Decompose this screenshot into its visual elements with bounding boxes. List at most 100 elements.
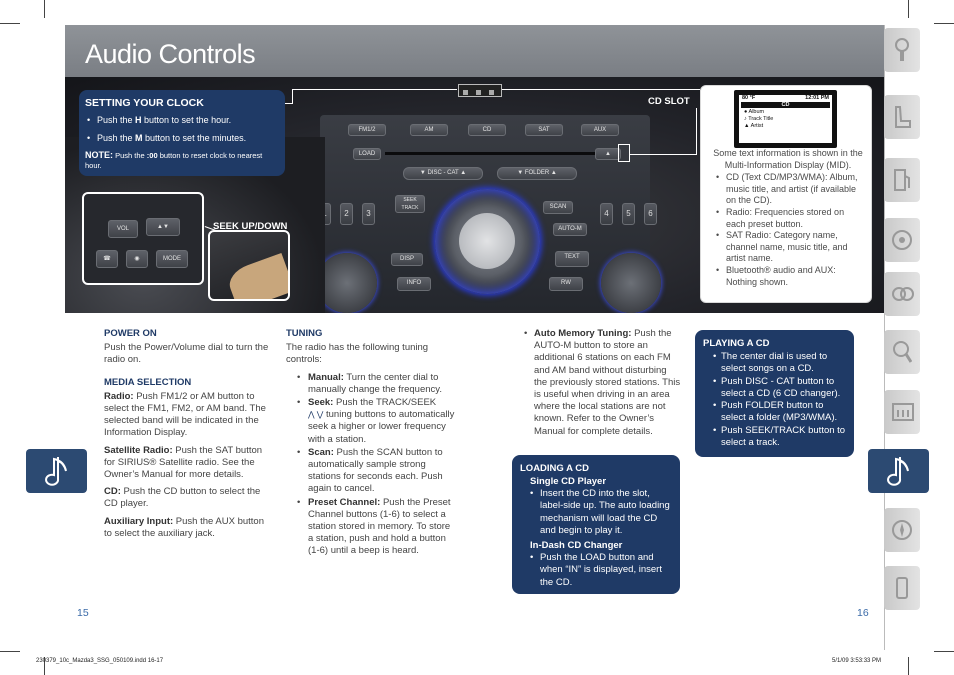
audio-icon: [892, 403, 914, 421]
key-m: M: [135, 132, 143, 143]
fuel-icon: [894, 169, 910, 191]
setting-clock-callout: SETTING YOUR CLOCK Push the H button to …: [79, 90, 285, 176]
single-cd-heading: Single CD Player: [530, 476, 607, 487]
power-on-text: Push the Power/Volume dial to turn the r…: [104, 342, 269, 366]
sat-button: SAT: [525, 124, 563, 136]
footer-timestamp: 5/1/09 3:53:33 PM: [832, 658, 882, 664]
music-tab-right[interactable]: [868, 449, 929, 493]
tuning-heading: TUNING: [286, 328, 323, 339]
playing-item: Push FOLDER button to select a folder (M…: [703, 400, 846, 425]
clock-list: Push the H button to set the hour. Push …: [85, 115, 279, 144]
tuning-seek: Seek: Push the TRACK/SEEK⋀ ⋁ tuning butt…: [286, 397, 456, 446]
fm-button: FM1/2: [348, 124, 386, 136]
callout-line: [292, 89, 457, 90]
steering-wheel-icon: [892, 230, 912, 250]
text: button to set the minutes.: [142, 132, 247, 143]
aux-paragraph: Auxiliary Input: Push the AUX button to …: [104, 516, 274, 540]
clock-note: NOTE: Push the :00 button to reset clock…: [85, 150, 279, 171]
cd-slot-marker: [618, 144, 630, 162]
side-tab-fuel[interactable]: [884, 158, 920, 202]
mid-list: CD (Text CD/MP3/WMA): Album, music title…: [706, 172, 870, 288]
eject-button: ▲: [595, 148, 621, 160]
side-tab-search[interactable]: [884, 330, 920, 374]
preset-label: Preset Channel:: [308, 496, 381, 508]
single-cd-item: Insert the CD into the slot, label-side …: [520, 488, 672, 537]
audio-control-dial: [601, 253, 661, 313]
clock-display: [458, 84, 502, 97]
mid-intro: Some text information is shown in the Mu…: [713, 148, 863, 170]
mid-row-album: ● Album: [744, 109, 765, 115]
indash-item: Push the LOAD button and when “IN” is di…: [520, 552, 672, 589]
tuning-scan: Scan: Push the SCAN button to automatica…: [286, 447, 456, 496]
mid-row-text: Album: [748, 109, 765, 115]
folder-label: FOLDER: [524, 170, 550, 176]
side-tab-compass[interactable]: [884, 508, 920, 552]
scan-button: SCAN: [543, 201, 573, 214]
footer-file: 230379_10c_Mazda3_SSG_050109.indd 16-17: [36, 658, 164, 664]
page-number-left: 15: [77, 607, 89, 619]
text: Push the SAT button for SIRIUS® Satellit…: [104, 444, 263, 481]
cd-paragraph: CD: Push the CD button to select the CD …: [104, 486, 274, 510]
playing-item: Push SEEK/TRACK button to select a track…: [703, 425, 846, 450]
mid-row-text: Track Title: [748, 116, 774, 122]
sat-label: Satellite Radio:: [104, 444, 173, 456]
side-tab-audio[interactable]: [884, 390, 920, 434]
playing-cd-box: PLAYING A CD The center dial is used to …: [695, 330, 854, 457]
wheel-vol-button: VOL: [108, 220, 138, 238]
preset-6: 6: [644, 203, 657, 225]
text: Push the TRACK/SEEK: [333, 397, 437, 409]
mid-item: Bluetooth® audio and AUX: Nothing shown.: [706, 265, 870, 288]
side-tab-gauges[interactable]: [884, 272, 920, 316]
clock-item-hour: Push the H button to set the hour.: [85, 115, 279, 127]
key-00: :00: [146, 151, 158, 160]
cd-slot-label: CD SLOT: [648, 96, 690, 107]
crop-mark: [934, 23, 954, 24]
disc-cat-label: DISC - CAT: [427, 170, 459, 176]
sat-paragraph: Satellite Radio: Push the SAT button for…: [104, 445, 274, 482]
side-tab-steering[interactable]: [884, 218, 920, 262]
cd-button: CD: [468, 124, 506, 136]
center-dial-face: [459, 213, 515, 269]
cd-label: CD:: [104, 486, 121, 498]
side-tab-seat[interactable]: [884, 95, 920, 139]
playing-list: The center dial is used to select songs …: [703, 351, 846, 449]
auto-m-button: AUTO-M: [553, 223, 587, 236]
rw-button: RW: [549, 277, 583, 291]
compass-icon: [892, 520, 912, 540]
mid-item: CD (Text CD/MP3/WMA): Album, music title…: [706, 172, 870, 207]
seek-track-button: SEEK TRACK: [395, 195, 425, 213]
seek-arrows-icon: ⋀ ⋁: [308, 410, 324, 420]
phone-icon: [896, 577, 908, 599]
text: Push the CD button to select the CD play…: [104, 486, 261, 510]
callout-line: [502, 89, 700, 90]
side-tab-phone[interactable]: [884, 566, 920, 610]
info-button: INFO: [397, 277, 431, 291]
single-cd-list: Insert the CD into the slot, label-side …: [520, 488, 672, 537]
music-note-icon: [887, 457, 909, 486]
column-auto-memory: Auto Memory Tuning: Push the AUTO-M butt…: [513, 328, 681, 439]
tuning-manual: Manual: Turn the center dial to manually…: [286, 372, 456, 396]
loading-heading: LOADING A CD: [520, 463, 589, 474]
text-button: TEXT: [555, 251, 589, 267]
disc-cat-button: ▼ DISC - CAT ▲: [403, 167, 483, 180]
side-tab-key[interactable]: [884, 28, 920, 72]
mid-screen-header: CD: [741, 102, 830, 108]
manual-label: Manual:: [308, 371, 344, 383]
seek-label-text: Seek:: [308, 397, 334, 409]
preset-5: 5: [622, 203, 635, 225]
aux-button: AUX: [581, 124, 619, 136]
tuning-intro: The radio has the following tuning contr…: [286, 342, 429, 366]
music-tab-left[interactable]: [26, 449, 87, 493]
clock-title: SETTING YOUR CLOCK: [85, 97, 204, 109]
crop-mark: [0, 23, 20, 24]
text: button to reset clock to nearest hour.: [85, 151, 263, 170]
column-tuning: TUNING The radio has the following tunin…: [286, 328, 456, 559]
folder-button: ▼ FOLDER ▲: [497, 167, 577, 180]
mid-item: Radio: Frequencies stored on each preset…: [706, 207, 870, 230]
page-number-right: 16: [857, 607, 869, 619]
wheel-mute-button: ◉: [126, 250, 148, 268]
steering-controls-inset: VOL ▲▼ MODE ☎ ◉: [82, 192, 204, 285]
